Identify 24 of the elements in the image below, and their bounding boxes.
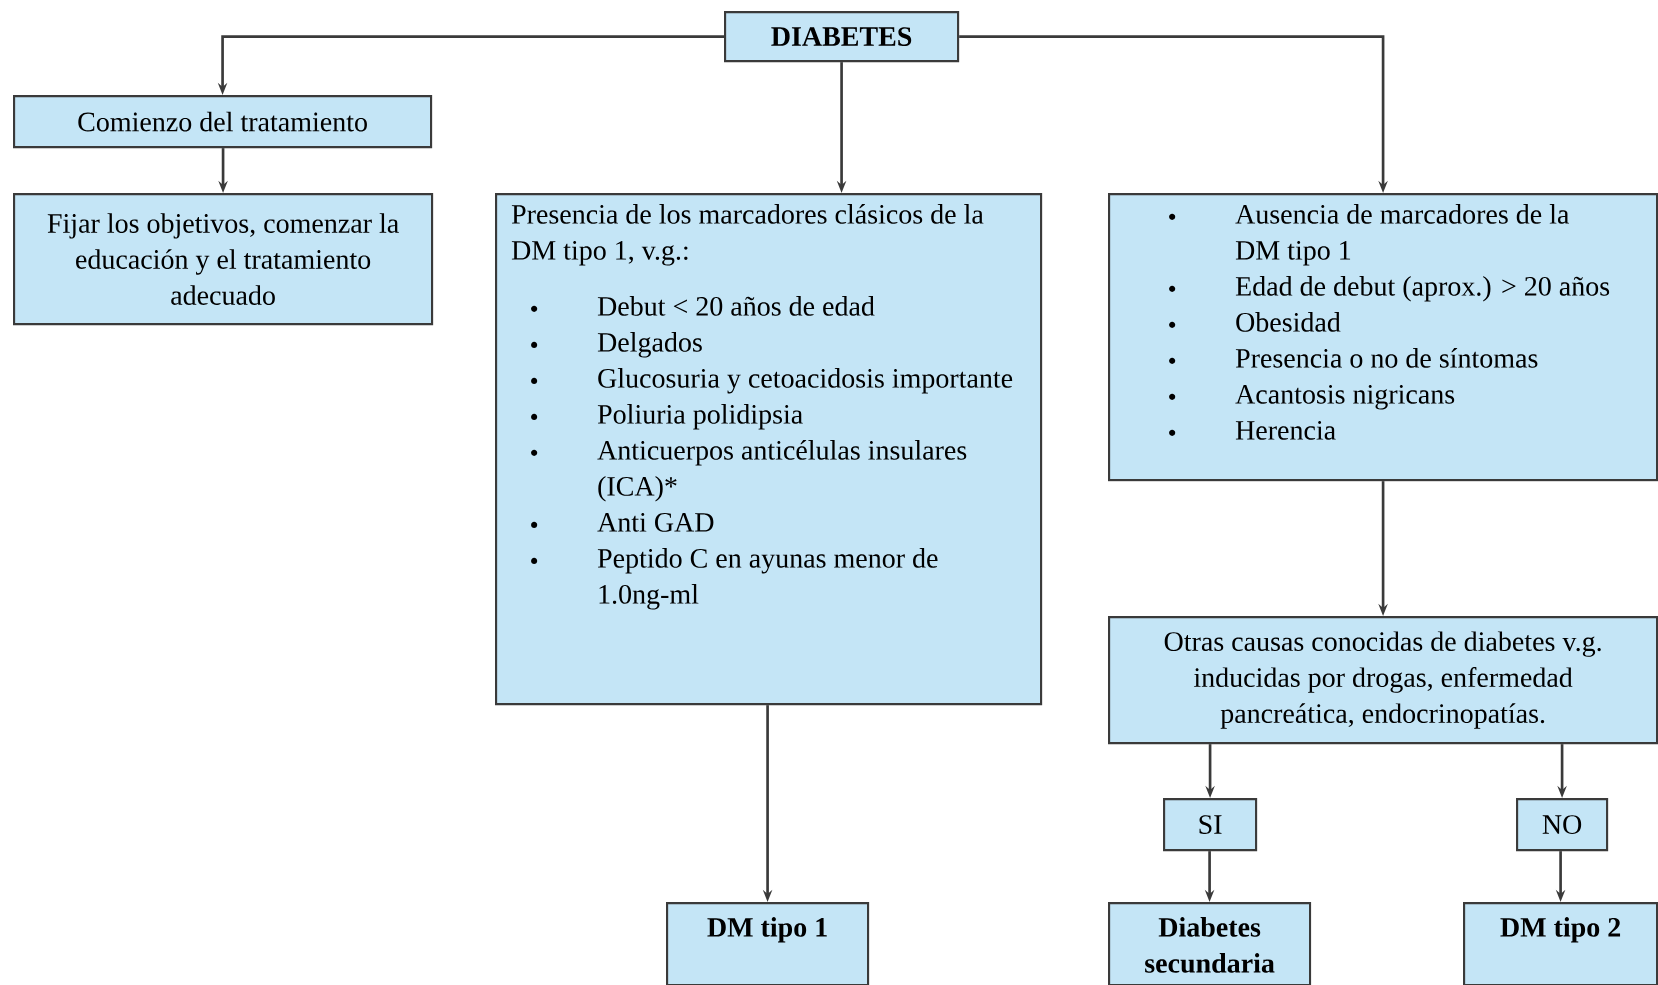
step-box: Fijar los objetivos, comenzar la educación y el tratamiento adecuado [13, 193, 434, 326]
list-item: Herencia [1169, 420, 1336, 440]
answer-box: SI [1163, 798, 1258, 852]
list-item: Ausencia de marcadores de la DM tipo 1 [1169, 204, 1569, 266]
list-item: Poliuria polidipsia [531, 404, 803, 430]
list-item: Obesidad [1169, 312, 1341, 332]
list-item: Peptido C en ayunas menor de 1.0ng-ml [531, 548, 938, 610]
result-box: Diabetes secundaria [1108, 902, 1312, 985]
title-box: DIABETES [724, 11, 960, 63]
step-box: Comienzo del tratamiento [13, 95, 433, 149]
criteria-box: Presencia de los marcadores clásicos de la DM tipo 1, v.g.: Debut < 20 años de edad Delgados Glucosuria y cetoacidosis importante Poliuria polidipsia Anticuerpos anticélulas insulares (ICA)* Anti GAD Peptido C en ayunas menor de 1.0ng-ml [495, 193, 1043, 706]
list-item: Anti GAD [531, 513, 714, 532]
list-item: Presencia o no de síntomas [1169, 348, 1538, 368]
list-item: Glucosuria y cetoacidosis importante [531, 368, 1013, 394]
criteria-box [1108, 193, 1658, 482]
list-item: Acantosis nigricans [1169, 384, 1455, 410]
result-box: DM tipo 2 [1463, 902, 1658, 985]
answer-box: NO [1516, 798, 1609, 852]
list-item: Delgados [531, 332, 702, 358]
result-box: DM tipo 1 [666, 902, 870, 985]
list-item: Anticuerpos anticélulas insulares (ICA)* [531, 440, 967, 502]
list-item: Edad de debut (aprox.) > 20 años [1169, 276, 1610, 302]
causes-box: Otras causas conocidas de diabetes v.g. inducidas por drogas, enfermedad pancreática, endocrinopatías. [1108, 616, 1658, 745]
list-item: Debut < 20 años de edad [531, 296, 875, 316]
